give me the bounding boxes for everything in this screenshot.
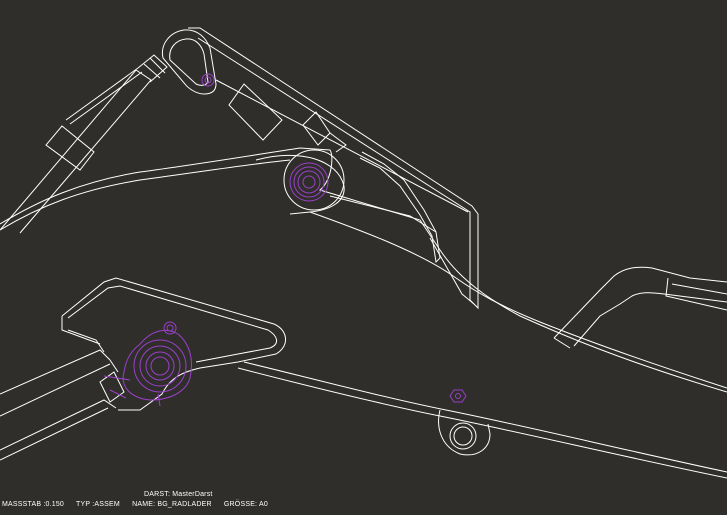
upper-clevis-link[interactable] (161, 29, 217, 95)
title-typ: TYP :ASSEM (76, 501, 120, 508)
tilt-link[interactable] (553, 266, 727, 349)
lower-boom[interactable] (0, 349, 125, 461)
title-groesse: GRÖSSE: A0 (223, 501, 268, 508)
title-name: NAME: BG_RADLADER (132, 501, 212, 508)
pin-boom-small[interactable] (449, 389, 467, 403)
title-darst: DARST: MasterDarst (144, 491, 213, 498)
lower-clevis[interactable] (438, 409, 491, 456)
pin-main-pivot[interactable] (289, 162, 329, 202)
bell-crank[interactable] (61, 277, 286, 411)
title-massstab: MASSSTAB :0.150 (2, 501, 65, 508)
upper-frame[interactable] (188, 27, 479, 310)
boom-arm[interactable] (0, 147, 727, 479)
pin-upper-clevis[interactable] (201, 73, 215, 87)
pin-bell-crank[interactable] (103, 321, 192, 407)
main-pivot[interactable] (283, 149, 345, 211)
title-block-row: MASSSTAB :0.150 TYP :ASSEM NAME: BG_RADL… (2, 501, 278, 508)
upper-hydraulic-cylinder[interactable] (0, 54, 168, 234)
